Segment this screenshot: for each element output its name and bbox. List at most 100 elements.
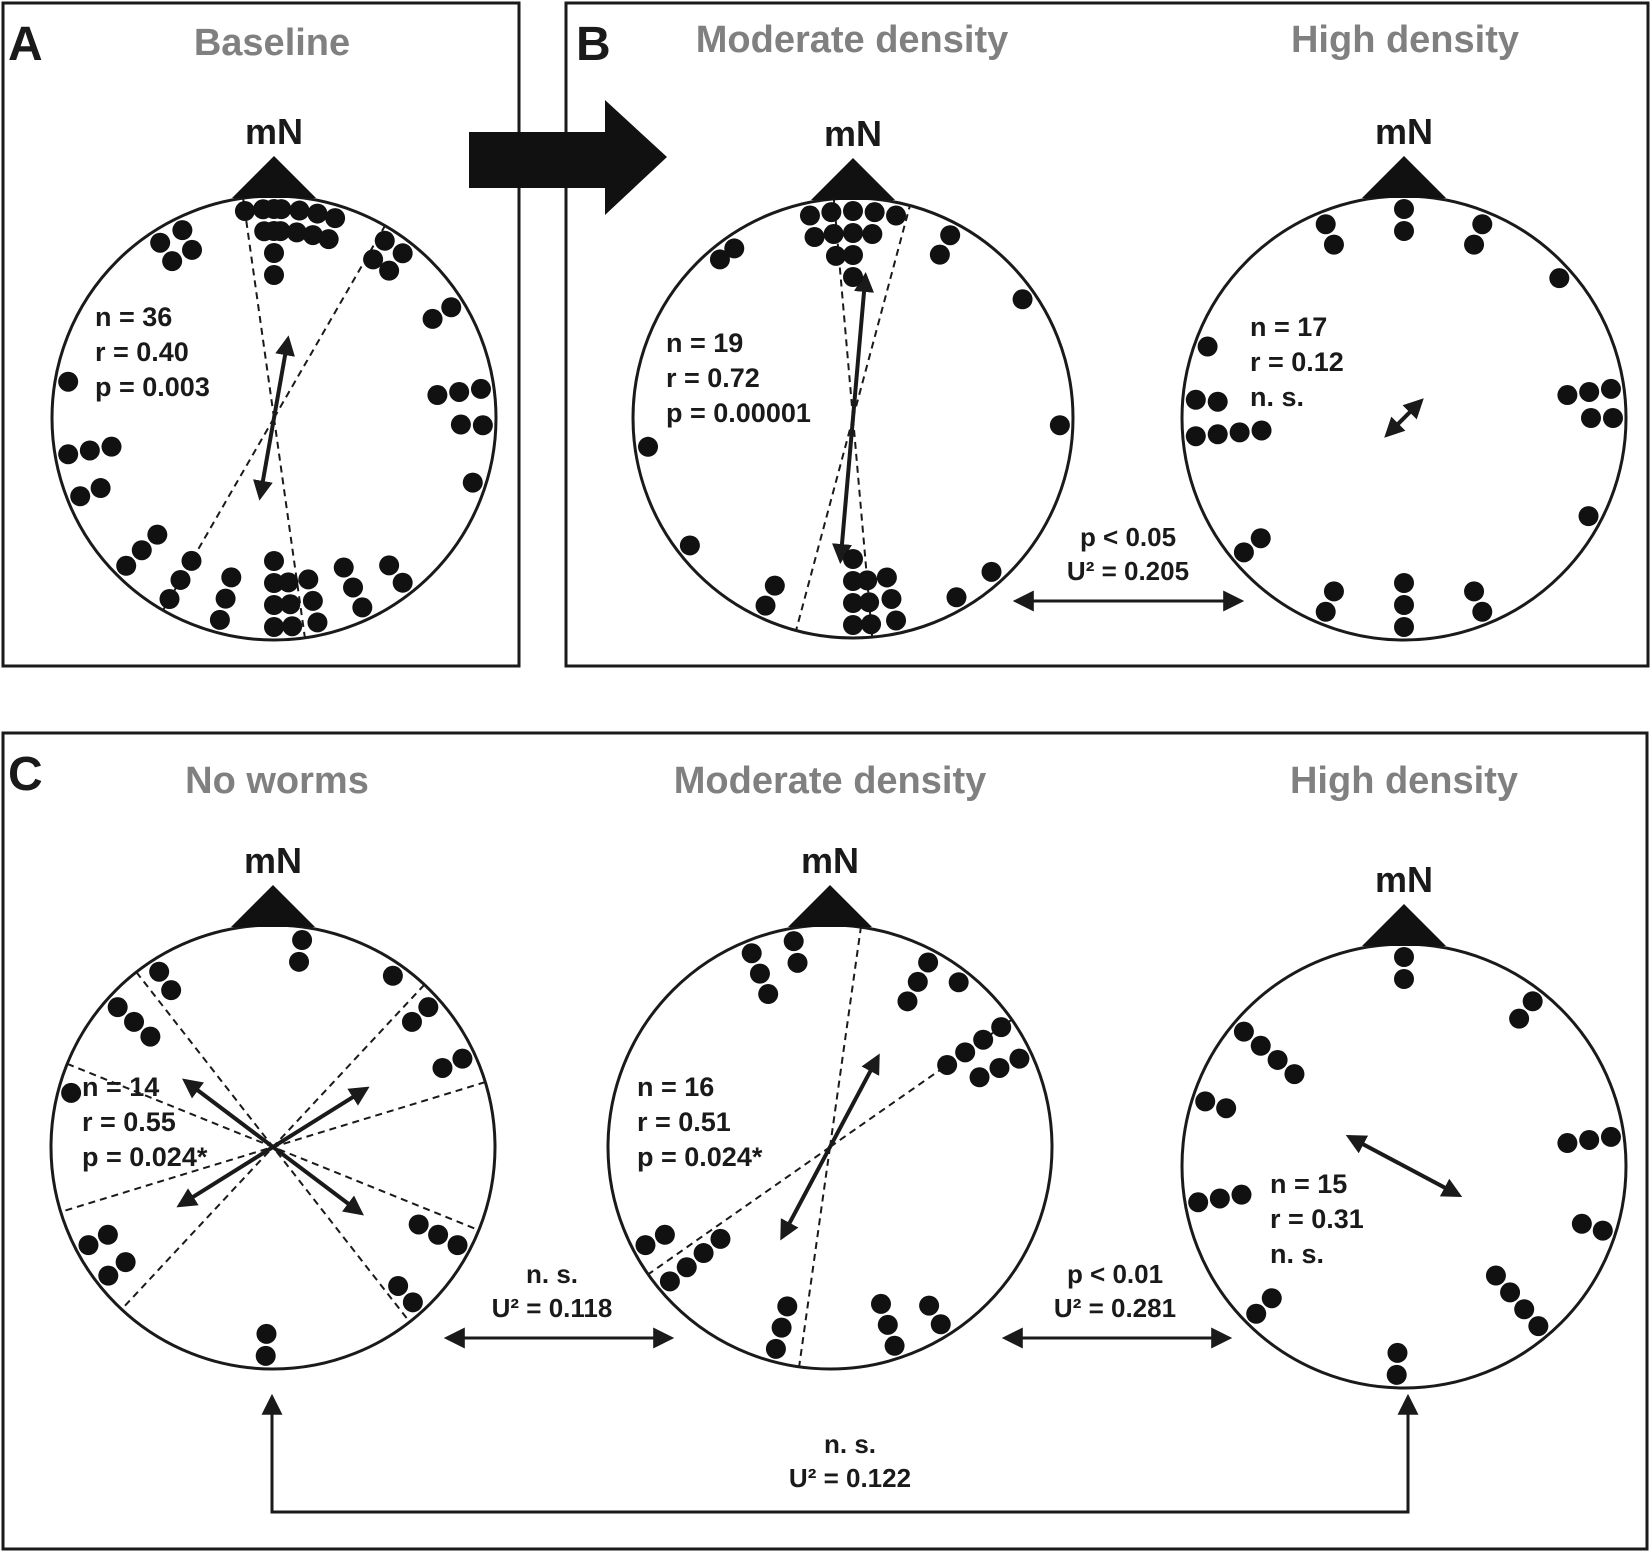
data-point xyxy=(61,1082,82,1103)
data-point xyxy=(969,1067,990,1088)
data-point xyxy=(1315,214,1336,235)
data-point xyxy=(124,1011,145,1032)
data-point xyxy=(1485,1265,1506,1286)
stat-r: r = 0.31 xyxy=(1270,1204,1364,1234)
data-point xyxy=(343,577,364,598)
data-point xyxy=(886,205,907,226)
stats-b-high: n = 17 r = 0.12 n. s. xyxy=(1250,312,1344,412)
comparison-sig: n. s. xyxy=(526,1259,578,1289)
stat-p: n. s. xyxy=(1250,382,1304,412)
stat-p: p = 0.00001 xyxy=(666,398,811,428)
data-point xyxy=(1207,424,1228,445)
data-point xyxy=(472,415,493,436)
data-point xyxy=(379,260,400,281)
data-point xyxy=(374,230,395,251)
data-point xyxy=(1394,947,1414,967)
comparison-sig: n. s. xyxy=(824,1429,876,1459)
data-point xyxy=(427,385,448,406)
mean-vector-arrow xyxy=(253,335,295,501)
data-point xyxy=(255,1345,276,1366)
data-point xyxy=(115,1252,136,1273)
circular-plot-c-noworms: mN xyxy=(49,840,497,1371)
data-point xyxy=(1315,601,1336,622)
data-point xyxy=(172,220,193,241)
data-point xyxy=(264,221,284,241)
data-point xyxy=(1012,289,1033,310)
data-point xyxy=(264,573,284,593)
data-point xyxy=(654,1224,675,1245)
data-point xyxy=(638,436,659,457)
data-point xyxy=(58,444,79,465)
data-point xyxy=(70,486,91,507)
stats-c-moderate: n = 16 r = 0.51 p = 0.024* xyxy=(637,1072,763,1172)
data-point xyxy=(1514,1299,1535,1320)
mean-vector-arrow xyxy=(182,1078,364,1216)
data-point xyxy=(1571,1213,1592,1234)
data-point xyxy=(1394,595,1414,615)
data-point xyxy=(991,1017,1012,1038)
data-point xyxy=(1394,221,1414,241)
data-point xyxy=(149,961,170,982)
north-marker-icon xyxy=(811,158,895,200)
data-point xyxy=(97,1224,118,1245)
data-point xyxy=(679,535,700,556)
data-point xyxy=(1579,381,1600,402)
stat-p: p = 0.024* xyxy=(82,1142,208,1172)
mean-vector-arrow xyxy=(832,271,874,565)
data-point xyxy=(843,549,863,569)
data-point xyxy=(264,265,284,285)
data-point xyxy=(1394,573,1414,593)
data-point xyxy=(749,963,770,984)
data-point xyxy=(286,222,307,243)
circular-plot-c-moderate: mN xyxy=(606,840,1054,1371)
data-point xyxy=(937,1054,958,1075)
comparison-sig: p < 0.01 xyxy=(1067,1259,1163,1289)
title-b-moderate: Moderate density xyxy=(696,19,1009,61)
data-point xyxy=(724,238,745,259)
data-point xyxy=(318,229,339,250)
data-point xyxy=(929,244,950,265)
data-point xyxy=(765,1338,786,1359)
data-point xyxy=(1229,422,1250,443)
data-point xyxy=(1464,581,1485,602)
stats-c-high: n = 15 r = 0.31 n. s. xyxy=(1270,1169,1364,1269)
data-point xyxy=(1600,378,1621,399)
data-point xyxy=(1207,391,1228,412)
north-label: mN xyxy=(1375,111,1433,152)
data-point xyxy=(422,308,443,329)
panel-b-frame xyxy=(564,1,1650,668)
data-point xyxy=(676,1257,697,1278)
data-point xyxy=(402,1292,423,1313)
data-point xyxy=(843,267,863,287)
data-point xyxy=(462,472,483,493)
comparison-c-moderate-high: p < 0.01 U² = 0.281 xyxy=(1001,1259,1233,1349)
data-point xyxy=(363,249,384,270)
data-point xyxy=(659,1271,680,1292)
data-point xyxy=(1472,601,1493,622)
data-point xyxy=(182,239,203,260)
north-marker-icon xyxy=(231,885,315,927)
data-point xyxy=(1387,1342,1408,1363)
data-point xyxy=(1600,1126,1621,1147)
data-point xyxy=(919,1295,940,1316)
data-point xyxy=(79,440,100,461)
title-c-noworms: No worms xyxy=(185,760,369,802)
data-point xyxy=(441,297,462,318)
data-point xyxy=(209,609,230,630)
data-point xyxy=(1251,420,1272,441)
data-point xyxy=(1557,1133,1578,1154)
data-point xyxy=(264,243,284,263)
data-point xyxy=(159,588,180,609)
comparison-u2: U² = 0.281 xyxy=(1054,1293,1176,1323)
data-point xyxy=(783,931,804,952)
data-point xyxy=(107,997,128,1018)
stat-r: r = 0.55 xyxy=(82,1107,176,1137)
data-point xyxy=(161,980,182,1001)
data-point xyxy=(1197,336,1218,357)
data-point xyxy=(1323,234,1344,255)
title-c-moderate: Moderate density xyxy=(674,760,987,802)
data-point xyxy=(862,224,883,245)
data-point xyxy=(1009,1048,1030,1069)
data-point xyxy=(799,205,820,226)
data-point xyxy=(264,617,284,637)
